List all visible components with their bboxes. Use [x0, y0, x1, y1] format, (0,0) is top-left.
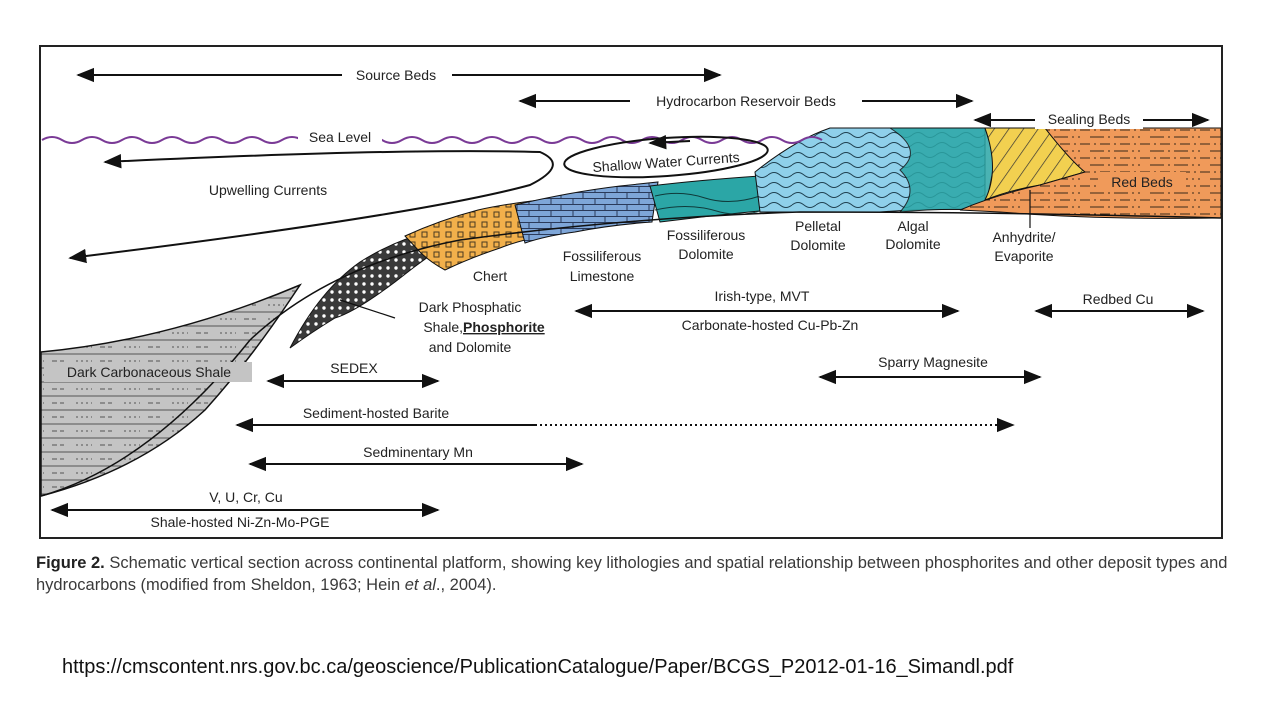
label-dark-carbonaceous-shale: Dark Carbonaceous Shale [67, 364, 231, 380]
label-redbed-cu: Redbed Cu [1083, 291, 1154, 307]
label-sediment-hosted-barite: Sediment-hosted Barite [303, 405, 450, 421]
label-dark-phosphatic-1: Dark Phosphatic [419, 299, 522, 315]
figure-label: Figure 2. [36, 554, 105, 572]
label-sparry-magnesite: Sparry Magnesite [878, 354, 988, 370]
label-shale-hosted: Shale-hosted Ni-Zn-Mo-PGE [151, 514, 330, 530]
label-v-u-cr-cu: V, U, Cr, Cu [209, 489, 282, 505]
label-dark-phosphatic-2: Shale,Phosphorite [423, 319, 545, 335]
fossiliferous-limestone-unit [514, 181, 659, 244]
upwelling-currents-arrow [68, 150, 554, 264]
label-carbonate-hosted: Carbonate-hosted Cu-Pb-Zn [682, 317, 859, 333]
label-dark-phosphatic-3: and Dolomite [429, 339, 512, 355]
label-chert: Chert [473, 268, 507, 284]
label-irish-type: Irish-type, MVT [715, 288, 810, 304]
label-pelletal-dolomite-2: Dolomite [790, 237, 845, 253]
caption-et-al: et al [404, 576, 436, 594]
figure-caption: Figure 2. Schematic vertical section acr… [36, 552, 1246, 596]
caption-text-end: ., 2004). [435, 576, 497, 594]
label-pelletal-dolomite-1: Pelletal [795, 218, 841, 234]
label-anhydrite-2: Evaporite [994, 248, 1053, 264]
label-fossiliferous-limestone-1: Fossiliferous [563, 248, 642, 264]
platform-base-line [40, 211, 1222, 497]
label-sedimentary-mn: Sedminentary Mn [363, 444, 473, 460]
label-sealing-beds: Sealing Beds [1048, 111, 1131, 127]
label-fossiliferous-dolomite-2: Dolomite [678, 246, 733, 262]
label-shale: Shale, [423, 319, 463, 335]
label-phosphorite: Phosphorite [463, 319, 545, 335]
label-upwelling-currents: Upwelling Currents [209, 182, 327, 198]
label-sedex: SEDEX [330, 360, 378, 376]
dark-carbonaceous-shale-unit [40, 283, 303, 497]
red-beds-unit [959, 127, 1222, 219]
label-red-beds: Red Beds [1111, 174, 1172, 190]
label-sea-level: Sea Level [309, 129, 371, 145]
label-fossiliferous-limestone-2: Limestone [570, 268, 635, 284]
label-fossiliferous-dolomite-1: Fossiliferous [667, 227, 746, 243]
label-hydrocarbon-reservoir-beds: Hydrocarbon Reservoir Beds [656, 93, 836, 109]
label-algal-dolomite-2: Dolomite [885, 236, 940, 252]
label-anhydrite-1: Anhydrite/ [992, 229, 1055, 245]
label-source-beds: Source Beds [356, 67, 436, 83]
caption-text: Schematic vertical section across contin… [36, 554, 1228, 594]
label-algal-dolomite-1: Algal [897, 218, 928, 234]
source-url: https://cmscontent.nrs.gov.bc.ca/geoscie… [62, 656, 1014, 678]
